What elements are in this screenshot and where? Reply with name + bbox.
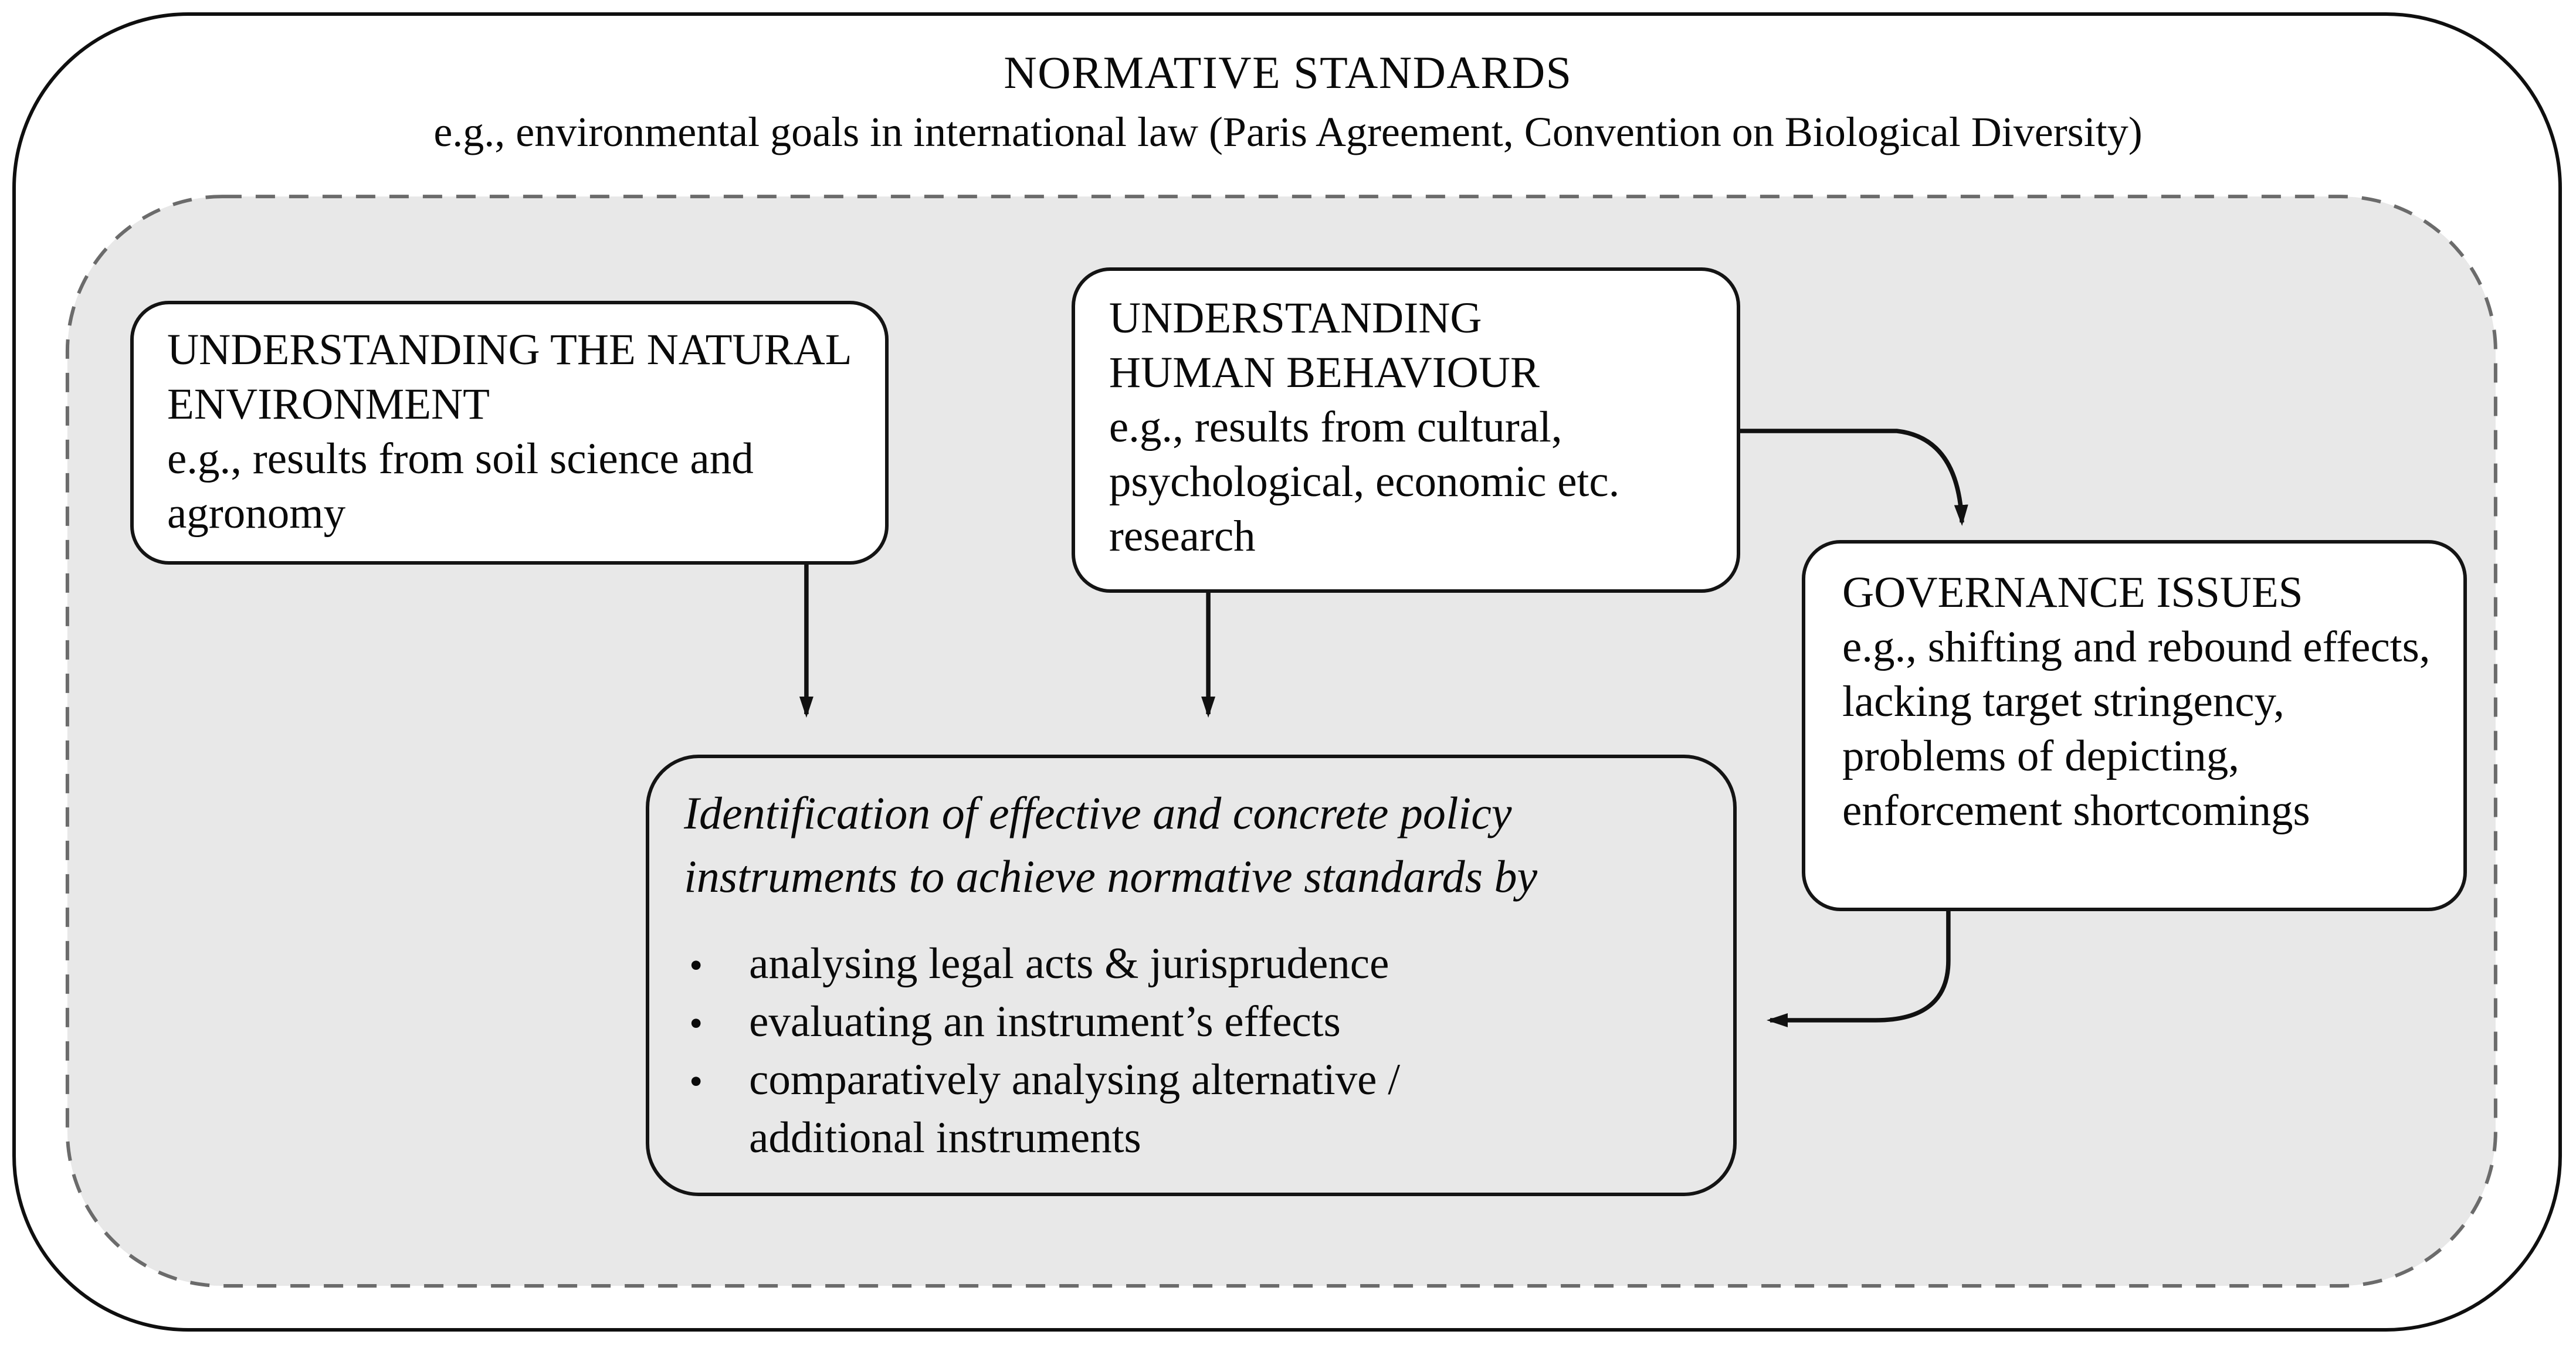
natural-environment-title: UNDERSTANDING THE NATURAL ENVIRONMENT — [167, 327, 850, 429]
box-understanding-natural-environment: UNDERSTANDING THE NATURAL ENVIRONMENT e.… — [130, 300, 889, 565]
arrow-governance-to-identification — [1766, 911, 1951, 1027]
diagram-subtitle: e.g., environmental goals in internation… — [433, 111, 2143, 157]
bullet-dot-icon: • — [689, 1000, 703, 1045]
bullet-item: • comparatively analysing alternative / … — [684, 1051, 1695, 1167]
arrow-behaviour-to-governance — [1740, 429, 1968, 526]
bullet-item: • analysing legal acts & jurisprudence — [684, 935, 1695, 993]
bullet-item: • evaluating an instrument’s effects — [684, 993, 1695, 1051]
governance-issues-title: GOVERNANCE ISSUES — [1842, 570, 2303, 618]
bullet-text: comparatively analysing alternative / ad… — [749, 1057, 1401, 1163]
governance-issues-body: e.g., shifting and rebound effects, lack… — [1842, 624, 2431, 836]
box-understanding-human-behaviour: UNDERSTANDING HUMAN BEHAVIOUR e.g., resu… — [1072, 267, 1740, 593]
identification-bullet-list: • analysing legal acts & jurisprudence •… — [684, 935, 1695, 1167]
bullet-text: analysing legal acts & jurisprudence — [749, 940, 1389, 989]
bullet-dot-icon: • — [689, 942, 703, 987]
human-behaviour-body: e.g., results from cultural, psychologic… — [1109, 404, 1620, 561]
bullet-text: evaluating an instrument’s effects — [749, 999, 1341, 1047]
diagram-title: NORMATIVE STANDARDS — [1004, 47, 1572, 99]
human-behaviour-title: UNDERSTANDING HUMAN BEHAVIOUR — [1109, 295, 1540, 398]
box-identification-policy-instruments: Identification of effective and concrete… — [645, 754, 1738, 1196]
box-governance-issues: GOVERNANCE ISSUES e.g., shifting and reb… — [1802, 540, 2467, 911]
identification-heading: Identification of effective and concrete… — [684, 787, 1538, 902]
natural-environment-body: e.g., results from soil science and agro… — [167, 436, 754, 538]
bullet-dot-icon: • — [689, 1058, 703, 1103]
